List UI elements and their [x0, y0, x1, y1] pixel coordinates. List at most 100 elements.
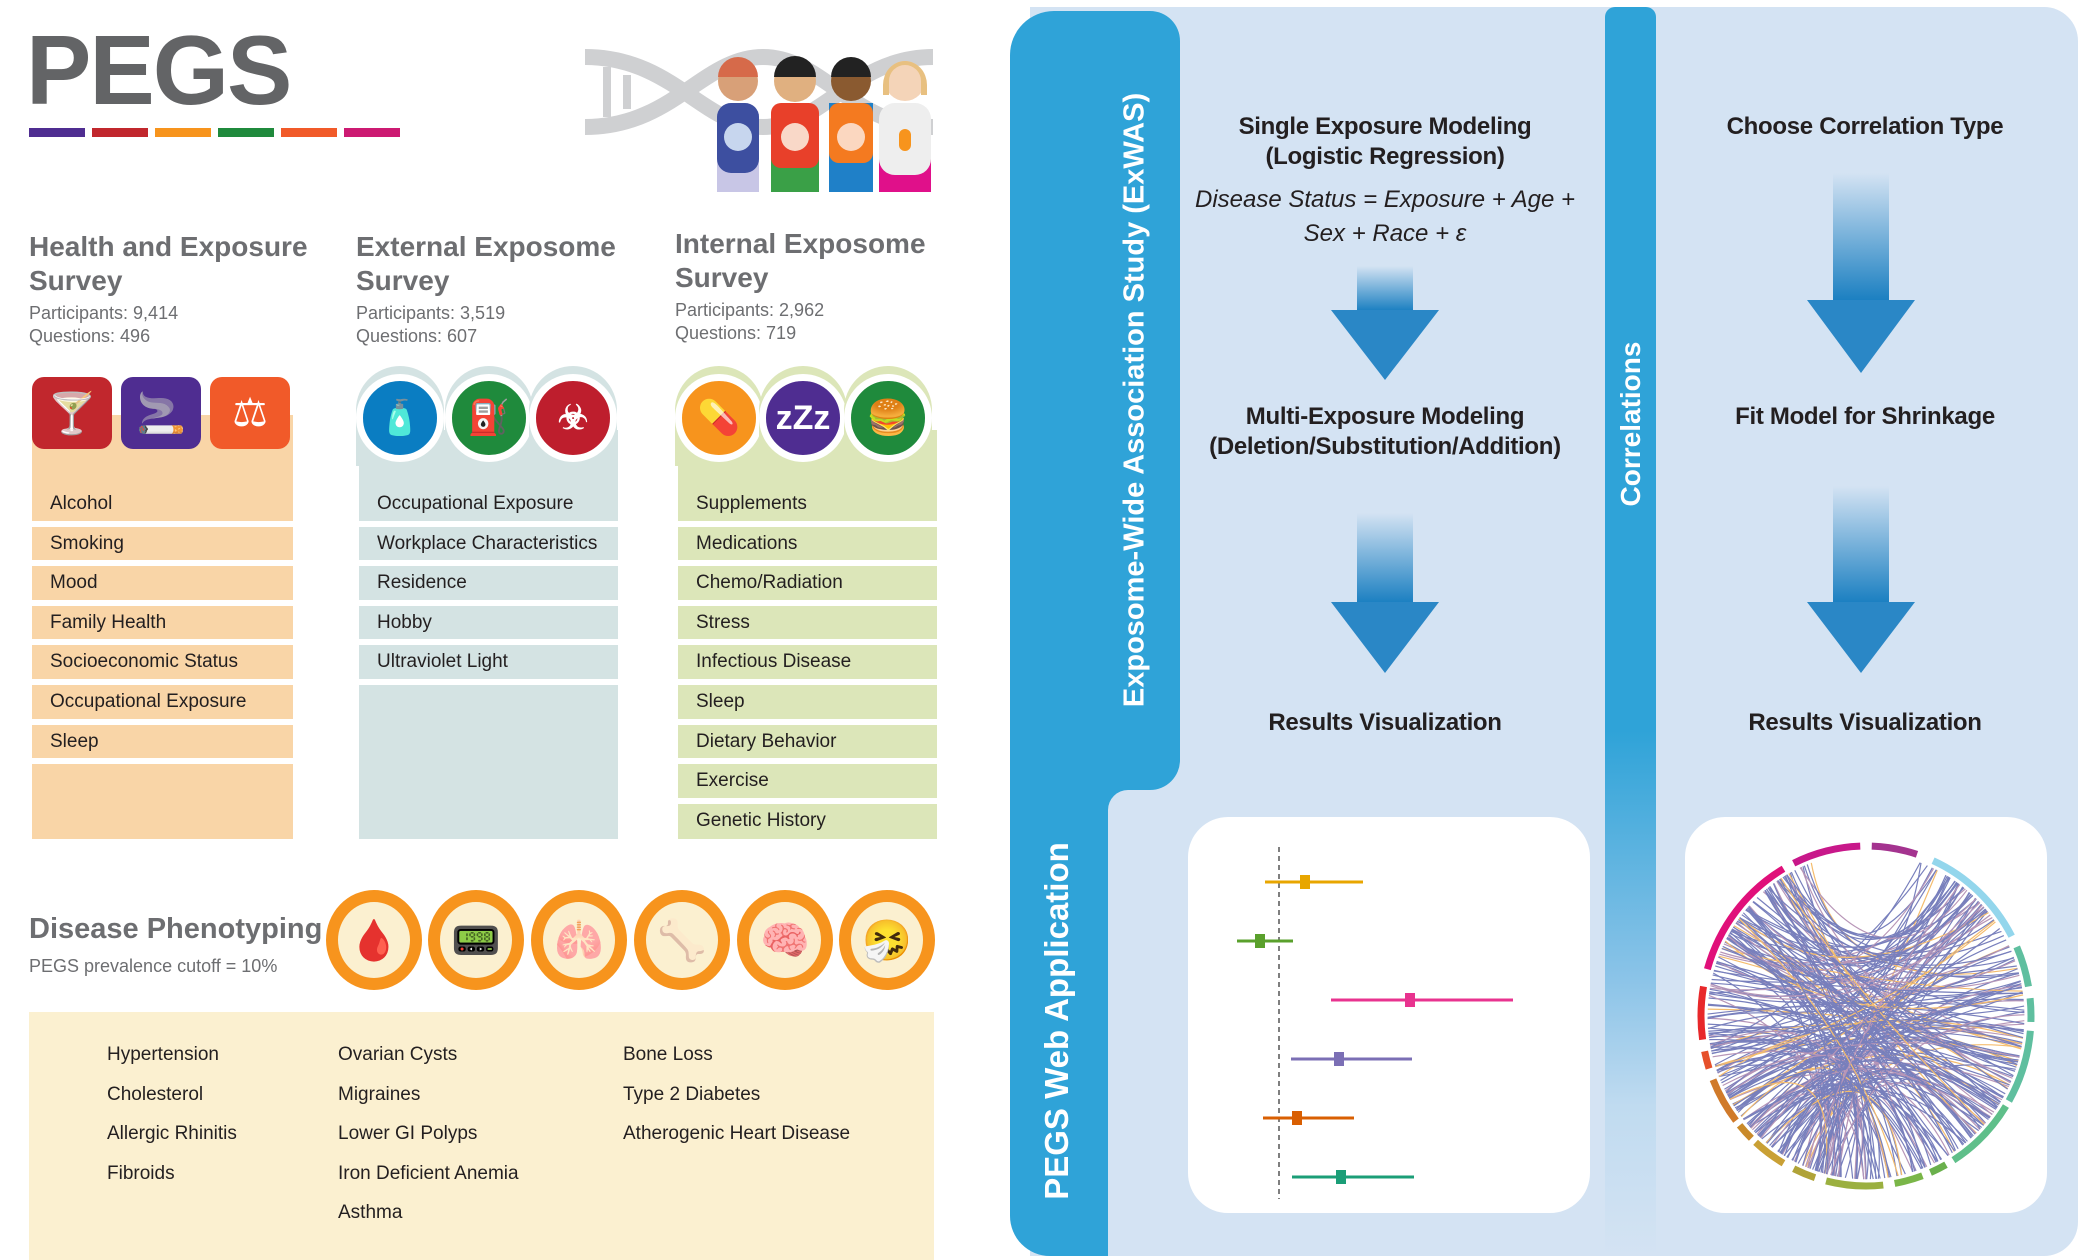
- chord-link: [1743, 1020, 2025, 1121]
- survey-item[interactable]: Sleep: [678, 685, 937, 725]
- disease-item: Asthma: [338, 1202, 403, 1223]
- smoking-icon: 🚬: [121, 377, 201, 449]
- forest-row: [1291, 1052, 1412, 1066]
- survey-item[interactable]: Alcohol: [32, 487, 293, 527]
- chord-link: [1749, 1093, 1869, 1180]
- chord-link: [1745, 908, 2015, 969]
- color-bar: [155, 128, 211, 137]
- chord-segment: [1701, 1050, 1713, 1070]
- chord-link: [1707, 1012, 1974, 1137]
- forest-plot: [1237, 847, 1513, 1199]
- chord-link: [1739, 917, 2005, 961]
- webapp-tab[interactable]: [1010, 790, 1108, 1256]
- survey-item[interactable]: Mood: [32, 566, 293, 606]
- pegs-logo: PEGS: [26, 15, 292, 125]
- step-line: (Logistic Regression): [1265, 143, 1505, 170]
- corr-step-choose-type: Choose Correlation Type: [1726, 113, 2004, 140]
- chord-link: [1728, 934, 2025, 1016]
- survey-title: External Exposome Survey: [356, 231, 616, 296]
- survey-item[interactable]: Ultraviolet Light: [359, 645, 618, 685]
- survey-item[interactable]: Hobby: [359, 606, 618, 646]
- chord-link: [1757, 891, 1970, 1136]
- color-bar: [218, 128, 274, 137]
- chord-link: [1802, 1044, 2022, 1166]
- chord-link: [1740, 1067, 1889, 1178]
- chord-link: [1710, 904, 1983, 1000]
- chord-link: [1708, 1026, 1916, 1172]
- formula-line: Disease Status = Exposure + Age +: [1194, 186, 1575, 213]
- chord-link: [1726, 937, 1964, 1146]
- chord-links: [1707, 862, 2025, 1180]
- chord-link: [1739, 912, 1989, 958]
- chord-link: [1733, 1025, 2024, 1107]
- survey-item[interactable]: Supplements: [678, 487, 937, 527]
- survey-item[interactable]: Infectious Disease: [678, 645, 937, 685]
- survey-item[interactable]: Exercise: [678, 764, 937, 804]
- chord-segment: [1951, 1104, 2009, 1164]
- correlations-tab[interactable]: [1605, 7, 1656, 1256]
- point-estimate: [1405, 993, 1415, 1007]
- chord-segment: [1736, 1123, 1754, 1141]
- exwas-step-single-exposure: Single Exposure Modeling (Logistic Regres…: [1165, 112, 1605, 172]
- chord-link: [1786, 874, 1995, 954]
- chord-link: [1766, 1056, 1998, 1144]
- chord-link: [1722, 1041, 2020, 1087]
- disease-item: Allergic Rhinitis: [107, 1123, 237, 1144]
- chord-link: [1710, 877, 1951, 997]
- survey-item[interactable]: Occupational Exposure: [32, 685, 293, 725]
- formula-line: Sex + Race + ε: [1303, 220, 1467, 247]
- chord-segment: [1709, 1078, 1739, 1123]
- chord-link: [1769, 886, 1877, 1179]
- survey-item[interactable]: Stress: [678, 606, 937, 646]
- chord-link: [1764, 890, 1974, 967]
- chord-link: [1739, 917, 2019, 1063]
- chord-link: [1711, 956, 2015, 1054]
- chord-link: [1733, 926, 2010, 986]
- survey-item[interactable]: Medications: [678, 527, 937, 567]
- chord-link: [1836, 910, 1988, 1177]
- alcohol-icon: 🍸: [32, 377, 112, 449]
- chord-link: [1710, 914, 1991, 997]
- survey-item[interactable]: Dietary Behavior: [678, 725, 937, 765]
- chord-segment: [1753, 1139, 1786, 1167]
- fast-food-icon: 🍔: [844, 374, 932, 462]
- corr-step-fit-model: Fit Model for Shrinkage: [1735, 403, 1995, 430]
- point-estimate: [1334, 1052, 1344, 1066]
- chord-link: [1718, 1019, 2024, 1078]
- blood-vessel-icon: 🩸: [326, 890, 422, 990]
- chord-segment: [1893, 1172, 1924, 1187]
- sleep-icon: zZz: [759, 374, 847, 462]
- chord-segment: [1792, 1165, 1817, 1181]
- corr-step-results: Results Visualization: [1748, 709, 1982, 736]
- survey-item[interactable]: Smoking: [32, 527, 293, 567]
- tab-corner-cut: [1108, 790, 1138, 820]
- chord-link: [1709, 988, 1891, 1178]
- survey-item[interactable]: Socioeconomic Status: [32, 645, 293, 685]
- chord-link: [1757, 1068, 1842, 1170]
- questions-count: Questions: 719: [675, 323, 797, 343]
- survey-item[interactable]: Chemo/Radiation: [678, 566, 937, 606]
- chord-segment: [2026, 997, 2035, 1023]
- chord-link: [1707, 1023, 2010, 1086]
- chord-link: [1717, 1031, 2022, 1074]
- survey-item[interactable]: Residence: [359, 566, 618, 606]
- survey-item[interactable]: Occupational Exposure: [359, 487, 618, 527]
- survey-item[interactable]: Workplace Characteristics: [359, 527, 618, 567]
- chord-link: [1713, 969, 1998, 1109]
- forest-row: [1331, 993, 1513, 1007]
- step-line: Single Exposure Modeling: [1238, 113, 1532, 140]
- down-arrow-icon: [1331, 266, 1439, 380]
- exwas-tab[interactable]: [1010, 11, 1180, 790]
- chord-link: [1830, 1014, 2025, 1176]
- survey-item[interactable]: Family Health: [32, 606, 293, 646]
- disease-item: Fibroids: [107, 1162, 175, 1184]
- disease-item: Atherogenic Heart Disease: [623, 1123, 851, 1144]
- survey-item[interactable]: Sleep: [32, 725, 293, 765]
- chord-link: [1787, 1068, 1998, 1159]
- survey-item[interactable]: Genetic History: [696, 809, 826, 831]
- chord-link: [1735, 1071, 1924, 1169]
- person-figure-4: [879, 61, 931, 192]
